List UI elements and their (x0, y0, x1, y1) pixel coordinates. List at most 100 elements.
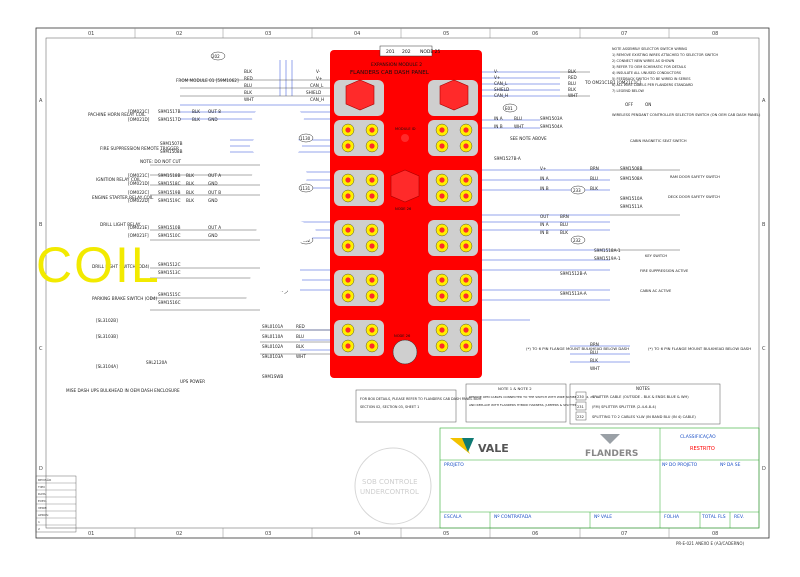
ll-label-2: [SL3103B] (96, 334, 118, 339)
n-contratada-label: Nº CONTRATADA (494, 514, 532, 520)
pin-red-1: RED (244, 76, 253, 81)
r-pin-3: BLU (568, 81, 576, 86)
rev-row-6: APROV. (38, 513, 49, 517)
dr-tag-2: [OM021F] (128, 233, 149, 238)
pin-core (439, 127, 445, 133)
ac-wire: S9M1513A-A (560, 291, 587, 296)
n-vale-label: Nº VALE (594, 514, 612, 520)
top-pin-right: 202 (402, 49, 411, 55)
legend-code-2: 231 (577, 405, 584, 409)
note-3: 3) REFER TO OEM SCHEMATIC FOR DETAILS (612, 65, 686, 69)
pin-core (463, 193, 469, 199)
grid-labels: 01 02 03 04 05 06 07 08 01 02 03 04 05 0… (39, 31, 766, 537)
horn-tag-2: [OM021D] (128, 117, 150, 122)
horn-color-2: BLK (192, 117, 200, 122)
ks-net-1: OUT (540, 214, 549, 219)
legend-text-3: SPLITTING TO 2 CABLES Y-LW (IN BAND BLU … (592, 415, 696, 419)
horn-color-1: BLK (192, 109, 200, 114)
ign-wire-1: S9M1518B (158, 173, 181, 178)
horn-relay-label: PACHINE HORN RELAY COIL (88, 112, 146, 117)
r-net-2: V+ (494, 75, 501, 80)
note-6: 6) ALL WIRE LABELS PER FLANDERS STANDARD (612, 83, 693, 87)
st-wire-2: S9M1519C (158, 198, 181, 203)
pin-core (439, 143, 445, 149)
outer-border (35, 27, 770, 539)
top-pin-left: 201 (386, 49, 395, 55)
pin-core (369, 193, 375, 199)
dr-wire-1: S9M1510B (158, 225, 181, 230)
watermark-line-1: SOB CONTROLE (362, 478, 418, 486)
st-color-1: BLK (186, 190, 194, 195)
grid-col-5b: 05 (443, 531, 449, 537)
horn-tag-1: [OM021C] (128, 109, 149, 114)
ll-wire-1: S9L0101A (262, 324, 283, 329)
net-canh-1: CAN_H (310, 97, 324, 102)
right-annotations: TO OM21C1B1 [OM21C1C] BLK RED BLU BLK WH… (494, 69, 761, 371)
projeto-label: PROJETO (444, 462, 464, 468)
grid-col-3b: 03 (265, 531, 271, 537)
pin-core (369, 327, 375, 333)
pin-core (439, 243, 445, 249)
st-color-2: BLK (186, 198, 194, 203)
bottom-round-connector (392, 339, 418, 365)
note-box-left-line1: FOR BOX DETAILS, PLEASE REFER TO FLANDER… (360, 397, 481, 401)
hex-nut-top-right (439, 79, 469, 111)
horn-wire-1: S9M1517B (158, 109, 181, 114)
rd-wire-1: S9M1508B (620, 166, 643, 171)
grid-col-7: 07 (621, 31, 627, 37)
grid-col-6b: 06 (532, 531, 538, 537)
from-module-label: FROM MODULE 01 [59M1062] (176, 78, 239, 83)
grid-row-b: B (39, 222, 43, 228)
pin-core (463, 227, 469, 233)
pin-core (369, 227, 375, 233)
pin-core (463, 277, 469, 283)
dr-net-1: OUT A (208, 225, 221, 230)
signal-lines (150, 71, 680, 355)
pin-core (439, 177, 445, 183)
pin-core (463, 293, 469, 299)
net-vminus-1: V- (316, 69, 321, 74)
ign-tag-2: [OM021D] (128, 181, 150, 186)
escala-label: ESCALA (444, 514, 463, 520)
pin-core (439, 227, 445, 233)
n-projeto-label: Nº DO PROJETO (662, 462, 698, 468)
pin-core (463, 127, 469, 133)
grid-col-4b: 04 (354, 531, 360, 537)
grid-col-2: 02 (176, 31, 182, 37)
drill-relay-label: DRILL LIGHT RELAY (100, 222, 141, 227)
module-id-indicator (401, 134, 409, 142)
coil-overlay-label: COIL (36, 237, 161, 293)
pin-core (439, 193, 445, 199)
pin-core (345, 143, 351, 149)
sw-on: ON (645, 102, 651, 107)
dr-tag-1: [OM021E] (128, 225, 149, 230)
pin-core (345, 277, 351, 283)
bulkhead-label: (*) TO 6 PIN FLANGE MOUNT BULKHEAD BELOW… (526, 346, 629, 351)
revision-table: REVISÃO TIPO DATA EXEC. VERIF. APROV. 1 … (35, 475, 77, 533)
grid-col-7b: 07 (621, 531, 627, 537)
ram-door-label: RAM DOOR SAFETY SWITCH (670, 175, 720, 179)
grid-row-a: A (39, 98, 43, 104)
grid-col-3: 03 (265, 31, 271, 37)
ll-label-1: [SL3102B] (96, 318, 118, 323)
grid-row-b-r: B (762, 222, 766, 228)
pin-core (369, 143, 375, 149)
pin-core (369, 343, 375, 349)
bh-color-2: BLU (590, 350, 598, 355)
cabin-ac-label: CABIN AC ACTIVE (640, 289, 672, 293)
wp-wire-1: S9M1503A (540, 116, 563, 121)
bottom-code: PR-E-021 ANEXO E (A3/CADERNO) (676, 541, 745, 546)
wp-color-1: BLU (514, 116, 522, 121)
rd-color-3: BLK (590, 186, 598, 191)
horn-net-1: OUT 8 (208, 109, 221, 114)
grid-col-2b: 02 (176, 531, 182, 537)
module-subtitle: EXPANSION MODULE 2 (371, 62, 422, 68)
title-block: VALE FLANDERS CLASSIFICAÇÃO RESTRITO PRO… (439, 427, 760, 529)
pin-core (345, 193, 351, 199)
pin-wht-1: WHT (244, 97, 254, 102)
pin-core (345, 327, 351, 333)
rd-color-2: BLU (590, 176, 598, 181)
rd-wire-2: S9M1508A (620, 176, 643, 181)
